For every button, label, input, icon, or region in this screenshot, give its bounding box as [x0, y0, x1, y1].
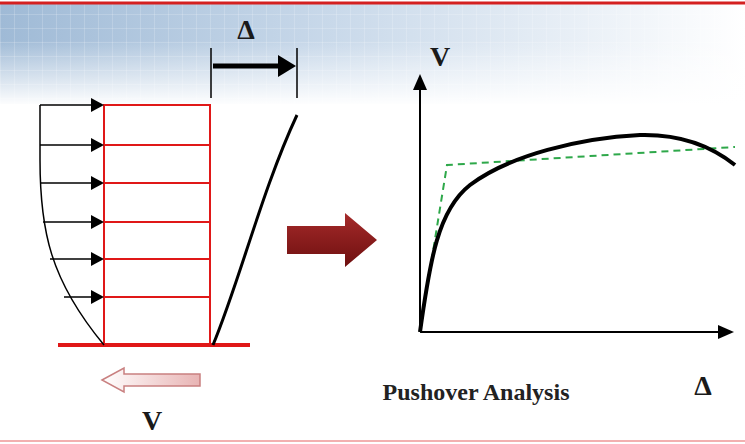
x-axis-head — [718, 325, 734, 339]
capacity-curve — [420, 135, 735, 332]
bottom-rule — [0, 440, 745, 442]
y-axis — [419, 86, 421, 332]
dimension-tick — [296, 48, 298, 98]
bilinear-idealization — [420, 147, 735, 332]
ground-line — [58, 343, 250, 347]
displacement-symbol: Δ — [237, 16, 255, 44]
top-rule — [0, 2, 745, 5]
load-profile — [40, 105, 104, 345]
base-shear-arrow — [102, 368, 200, 392]
caption: Pushover Analysis — [383, 380, 570, 404]
base-shear-symbol: V — [142, 407, 162, 435]
transition-arrow — [287, 213, 377, 267]
dimension-tick — [210, 48, 212, 98]
x-axis — [420, 331, 722, 333]
header-fade — [0, 40, 745, 106]
axis-label: Δ — [694, 372, 712, 400]
load-arrowheads — [91, 98, 104, 304]
displacement-arrowhead — [278, 55, 296, 77]
y-axis-head — [413, 74, 427, 90]
deflected-shape — [213, 115, 297, 345]
building-frame — [104, 105, 210, 345]
displacement-arrow — [213, 64, 282, 69]
axis-label: V — [430, 43, 450, 71]
load-arrows — [40, 105, 101, 297]
